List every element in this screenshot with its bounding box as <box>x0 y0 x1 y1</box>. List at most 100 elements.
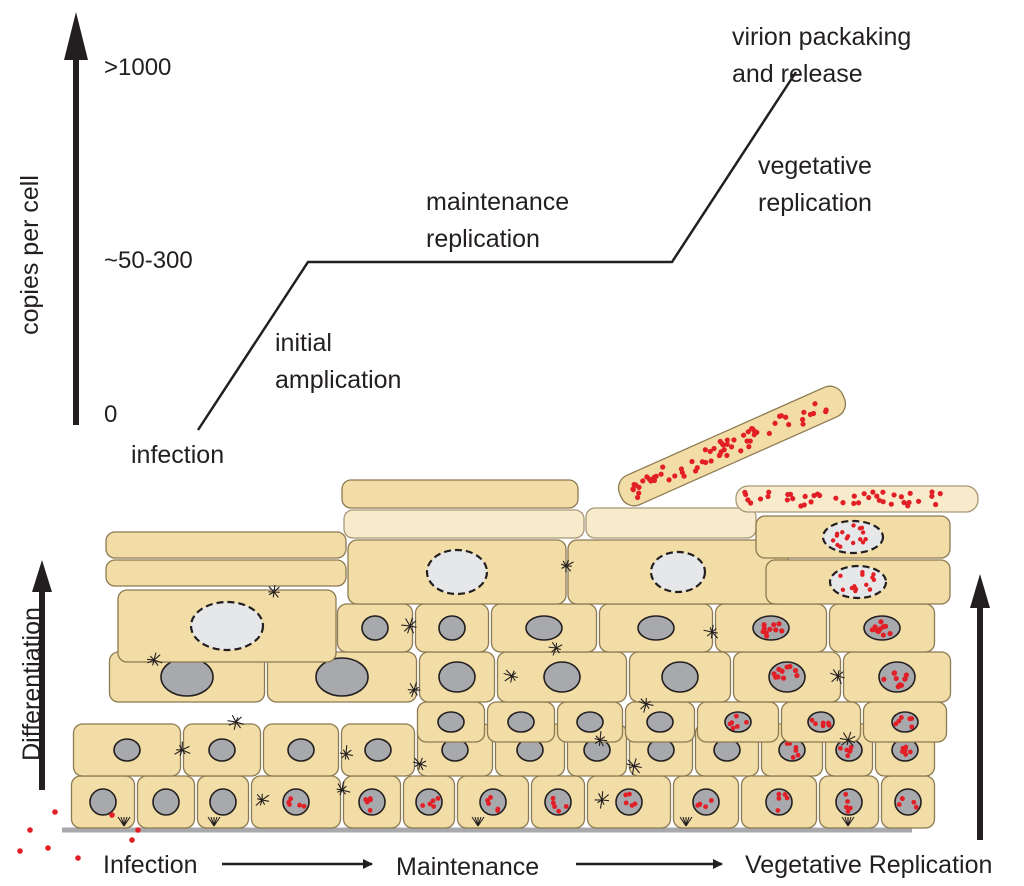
desmosome-fiber <box>235 721 242 729</box>
viral-genome-dot <box>776 621 782 627</box>
virion-dot <box>711 445 717 452</box>
viral-genome-dot <box>431 804 437 809</box>
virion-dot <box>742 489 748 495</box>
viral-genome-dot <box>734 724 740 729</box>
desmosome-fiber <box>511 675 518 679</box>
desmosome-fiber <box>179 749 183 756</box>
desmosome-fiber <box>153 659 163 664</box>
desmosome-fiber <box>837 670 840 677</box>
viral-genome-dot <box>427 801 433 807</box>
desmosome-fiber <box>847 739 854 747</box>
epithelial-cell <box>496 651 628 703</box>
viral-genome-dot <box>840 530 845 535</box>
nucleus <box>479 788 507 816</box>
desmosome-fiber <box>345 745 348 755</box>
virion-dot <box>751 432 757 438</box>
cell-body <box>341 479 579 509</box>
virion-dot <box>648 478 654 484</box>
desmosome-fiber <box>633 758 637 767</box>
nucleus <box>152 788 180 816</box>
hemidesmosome-fiber <box>477 816 485 827</box>
viral-genome-dot <box>485 797 491 803</box>
viral-genome-dot <box>860 570 865 575</box>
desmosome-fiber <box>640 698 647 705</box>
virion-dot <box>658 471 664 477</box>
nucleus <box>543 661 581 693</box>
desmosome-fiber <box>181 745 190 751</box>
desmosome-fiber <box>598 739 601 747</box>
desmosome-fiber <box>839 737 849 741</box>
viral-genome-dot <box>733 713 739 719</box>
desmosome <box>638 697 654 713</box>
desmosome-fiber <box>831 675 839 683</box>
desmosome-fiber <box>560 563 567 567</box>
virion-dot <box>766 430 772 437</box>
desmosome <box>560 559 574 573</box>
viral-genome-dot <box>727 721 733 727</box>
desmosome-fiber <box>228 721 237 726</box>
desmosome-fiber <box>233 721 237 730</box>
virion-dot <box>716 452 723 459</box>
epithelial-cell <box>182 723 262 777</box>
desmosome-fiber <box>409 620 417 627</box>
epithelium-illustration <box>17 385 979 861</box>
desmosome-fiber <box>711 624 714 633</box>
viral-genome-dot <box>782 792 788 797</box>
virion-dot <box>724 441 730 447</box>
nucleus <box>437 711 465 733</box>
epithelial-cell <box>530 775 586 829</box>
virion-dot <box>634 494 641 501</box>
epithelial-cell <box>342 775 402 829</box>
desmosome <box>703 624 719 639</box>
epithelial-cell <box>250 775 342 829</box>
viral-genome-dot <box>893 721 899 727</box>
virion-dot <box>636 490 642 496</box>
virion-dot <box>720 442 726 448</box>
virion-dot <box>929 489 935 495</box>
desmosome-fiber <box>174 749 183 755</box>
viral-genome-dot <box>849 585 855 591</box>
viral-genome-dot <box>858 537 863 542</box>
desmosome-fiber <box>261 794 270 801</box>
viral-genome-dot <box>288 796 294 802</box>
desmosome-fiber <box>837 671 844 677</box>
virion-dot <box>800 421 806 427</box>
desmosome-fiber <box>837 675 845 679</box>
virion-dot <box>891 492 897 498</box>
nucleus <box>113 738 141 762</box>
desmosome-fiber <box>548 646 557 649</box>
viral-genome-dot <box>909 724 915 730</box>
viral-genome-dot <box>867 587 873 592</box>
desmosome-fiber <box>409 617 413 627</box>
desmosome-fiber <box>628 765 635 769</box>
nucleus <box>282 788 310 816</box>
y-tick-zero: 0 <box>104 401 117 428</box>
desmosome-fiber <box>341 781 345 791</box>
desmosome-fiber <box>711 628 717 633</box>
epithelial-cell <box>628 651 732 703</box>
squame-body <box>735 485 979 513</box>
desmosome-fiber <box>341 789 351 793</box>
differentiation-axis: Differentiation <box>18 560 52 790</box>
viral-genome-dot <box>838 544 843 549</box>
desmosome-fiber <box>711 631 718 634</box>
viral-genome-dot <box>708 798 714 803</box>
desmosome-fiber <box>401 624 411 627</box>
nucleus <box>438 661 476 693</box>
virion-dot <box>876 497 882 503</box>
epithelial-cell <box>402 775 456 829</box>
desmosome-fiber <box>594 739 601 745</box>
virion-dot <box>694 465 700 471</box>
virion-dot <box>786 421 792 428</box>
virion-dot <box>801 502 807 508</box>
epithelial-cell <box>336 603 414 653</box>
desmosome-fiber <box>505 669 513 677</box>
incoming-virion <box>129 837 135 843</box>
stage-label-maintenance-line1: maintenance <box>426 188 569 216</box>
desmosome-fiber <box>235 716 242 723</box>
epithelial-cell <box>585 507 757 539</box>
viral-genome-dot <box>896 718 902 724</box>
desmosome-fiber <box>227 720 237 723</box>
desmosome-fiber <box>409 682 415 691</box>
